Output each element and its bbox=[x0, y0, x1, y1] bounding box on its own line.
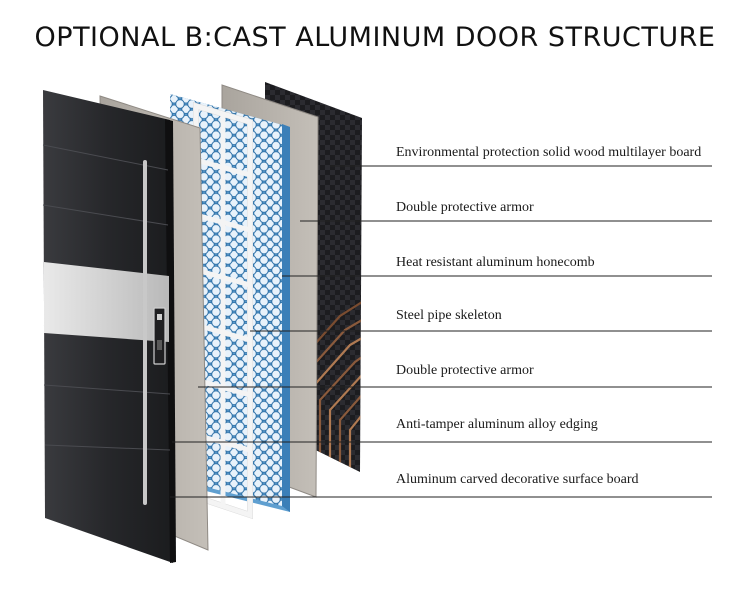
layer-label-wood-board: Environmental protection solid wood mult… bbox=[396, 145, 702, 160]
layer-label-front-armor: Double protective armor bbox=[396, 363, 534, 378]
door-handle bbox=[143, 160, 147, 505]
smart-lock-panel bbox=[153, 307, 166, 365]
layer-label-steel-skeleton: Steel pipe skeleton bbox=[396, 308, 502, 323]
layer-label-surface-board: Aluminum carved decorative surface board bbox=[396, 472, 639, 487]
page-title: OPTIONAL B:CAST ALUMINUM DOOR STRUCTURE bbox=[34, 22, 716, 53]
layer-label-alloy-edging: Anti-tamper aluminum alloy edging bbox=[396, 417, 598, 432]
layer-label-rear-armor: Double protective armor bbox=[396, 200, 534, 215]
door-surface-board-layer bbox=[42, 90, 176, 563]
layer-label-honeycomb: Heat resistant aluminum honecomb bbox=[396, 255, 595, 270]
door-decorative-band bbox=[44, 262, 169, 342]
leader-lines bbox=[170, 165, 712, 498]
